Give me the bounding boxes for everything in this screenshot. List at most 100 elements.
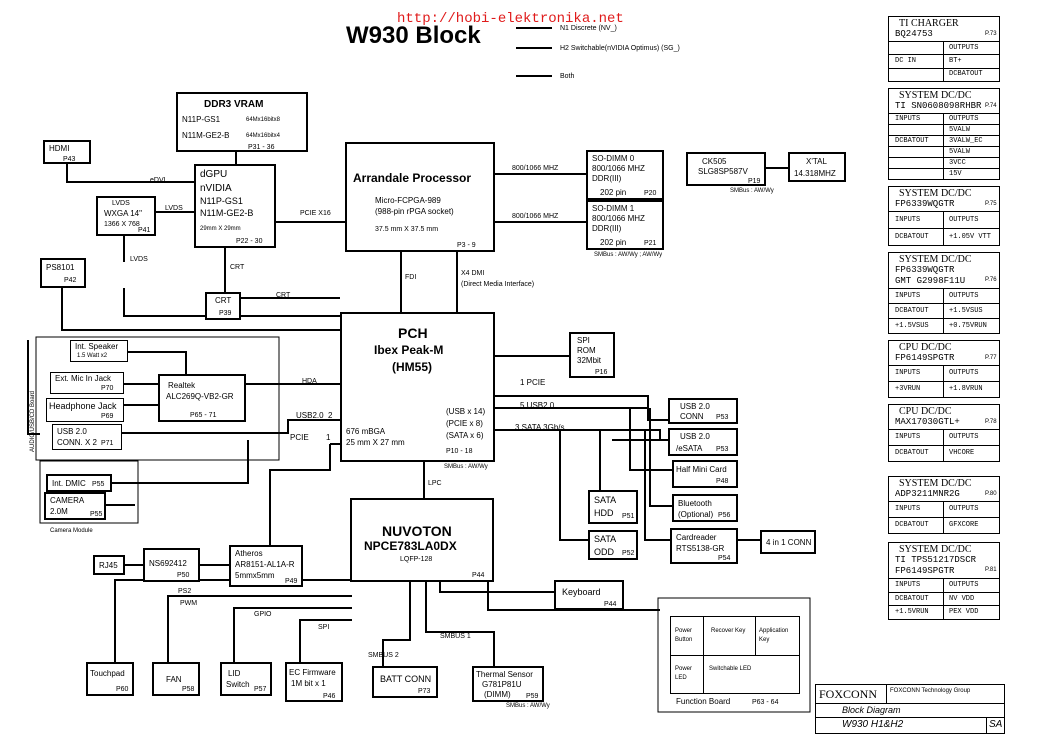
usb-conn-block: USB 2.0 CONN P53 [668, 398, 738, 424]
power-block-title: SYSTEM DC/DC [899, 90, 972, 101]
spi-rom-label2: ROM [577, 346, 596, 355]
sodimm1-label: SO-DIMM 1 [592, 204, 635, 213]
touchpad-block: Touchpad P60 [86, 662, 134, 696]
power-output-cell: 5VALW [949, 147, 971, 156]
sig-pcie-minicard: 1 PCIE [520, 378, 546, 387]
power-input-cell: DCBATOUT [895, 136, 929, 145]
usb-conn-audio-page: P71 [101, 440, 114, 447]
crt-label: CRT [215, 296, 232, 305]
power-output-cell: +1.5VSUS [949, 306, 983, 315]
fn-switchable-led: Switchable LED [709, 666, 752, 672]
title-block: FOXCONN FOXCONN Technology Group Block D… [815, 684, 1005, 734]
pch-name: Ibex Peak-M [374, 343, 444, 357]
sodimm0-block: SO-DIMM 0 800/1066 MHZ DDR(III) 202 pin … [586, 150, 664, 200]
realtek-block: Realtek ALC269Q-VB2-GR P65 - 71 [158, 374, 246, 422]
power-output-cell: GFXCORE [949, 521, 979, 529]
cpu-package: Micro-FCPGA-989 [375, 196, 441, 205]
cpu-socket: (988-pin rPGA socket) [375, 207, 454, 216]
power-block-title: CPU DC/DC [899, 406, 952, 417]
power-input-cell: INPUTS [895, 580, 921, 589]
lvds-label: LVDS [112, 200, 130, 207]
power-input-cell: +3VRUN [895, 385, 921, 393]
lid-switch-block: LID Switch P57 [220, 662, 272, 696]
power-block-title: TI CHARGER [899, 18, 959, 29]
batt-conn-block: BATT CONN P73 [372, 666, 438, 698]
speaker-block: Int. Speaker 1.5 Watt x2 [70, 340, 128, 362]
power-block-part2: GMT G2998F11U [895, 276, 966, 286]
power-block-title: SYSTEM DC/DC [899, 478, 972, 489]
dmic-block: Int. DMIC P55 [46, 474, 112, 492]
dgpu-chip1: N11P-GS1 [200, 196, 243, 206]
spi-rom-label1: SPI [577, 336, 590, 345]
dgpu-size: 29mm X 29mm [200, 226, 241, 232]
cpu-title: Arrandale Processor [353, 171, 472, 185]
sata-hdd-page: P51 [622, 513, 635, 520]
hdmi-page: P43 [63, 156, 76, 163]
clock-block: CK505 SLG8SP587V P19 [686, 152, 766, 186]
sodimm1-page: P21 [644, 240, 657, 247]
bluetooth-block: Bluetooth (Optional) P56 [672, 494, 738, 522]
crt-block: CRT P39 [205, 292, 241, 320]
ns692412-label: NS692412 [149, 559, 187, 568]
power-output-cell: 3VCC [949, 158, 966, 167]
camera-block: CAMERA 2.0M P55 [44, 492, 106, 520]
vram-block: DDR3 VRAM N11P-GS1 64Mx16bitx8 N11M-GE2-… [176, 92, 308, 152]
power-output-cell: OUTPUTS [949, 43, 979, 52]
power-output-cell: +0.75VRUN [949, 321, 987, 330]
power-block-page: P.81 [985, 567, 997, 573]
power-input-cell: DC IN [895, 57, 917, 65]
usb-esata-block: USB 2.0 /eSATA P53 [668, 428, 738, 456]
power-block-page: P.74 [985, 103, 997, 109]
mini-card-label: Half Mini Card [676, 465, 727, 474]
power-output-cell: OUTPUTS [949, 433, 979, 441]
sig-dmi: X4 DMI [461, 270, 485, 277]
vram-row1-config: 64Mx16bitx8 [246, 117, 281, 123]
lvds-res: 1366 X 768 [104, 221, 140, 228]
sig-gpio: GPIO [254, 611, 272, 618]
realtek-label: Realtek [168, 381, 196, 390]
cpu-page: P3 - 9 [457, 242, 476, 249]
cardreader-label: Cardreader [676, 533, 717, 542]
power-block-page: P.80 [985, 491, 997, 497]
power-input-cell: INPUTS [895, 114, 921, 123]
power-output-cell: OUTPUTS [949, 505, 979, 513]
crt-page: P39 [219, 310, 232, 317]
power-block-page: P.78 [985, 419, 997, 425]
bluetooth-label: Bluetooth [678, 499, 712, 508]
rj45-label: RJ45 [99, 561, 118, 570]
ns692412-block: NS692412 P50 [143, 548, 200, 582]
vram-row2-chip: N11M-GE2-B [182, 131, 230, 140]
power-input-cell: +1.5VSUS [895, 321, 929, 330]
nuvoton-page: P44 [472, 572, 485, 579]
atheros-page: P49 [285, 578, 298, 585]
sata-hdd-label: SATA [594, 495, 617, 505]
sata-odd-label: SATA [594, 534, 617, 544]
watermark-url[interactable]: http://hobi-elektronika.net [397, 11, 624, 27]
hdmi-block: HDMI P43 [43, 140, 91, 164]
atheros-size: 5mmx5mm [235, 571, 275, 580]
realtek-page: P65 - 71 [190, 412, 217, 419]
power-output-cell: +1.8VRUN [949, 385, 983, 393]
dgpu-label: dGPU [200, 169, 228, 180]
sig-smbus2: SMBUS 2 [368, 652, 399, 659]
fan-label: FAN [166, 675, 182, 684]
pch-sata-count: (SATA x 6) [446, 431, 484, 440]
power-input-cell: DCBATOUT [895, 232, 929, 241]
mini-card-block: Half Mini Card P48 [672, 460, 738, 488]
function-board-title: Function Board [676, 697, 731, 706]
power-output-cell: 15V [949, 169, 962, 178]
sig-lpc: LPC [428, 480, 442, 487]
sig-smbus1: SMBUS 1 [440, 633, 471, 640]
camera-label: CAMERA [50, 496, 85, 505]
fn-recover-key: Recover Key [711, 628, 746, 634]
thermal-label: Thermal Sensor [476, 670, 533, 679]
4in1-conn-block: 4 in 1 CONN [760, 530, 816, 554]
usb-esata-page: P53 [716, 446, 729, 453]
mic-jack-label: Ext. Mic In Jack [55, 374, 112, 383]
sig-sata3: 3 SATA 3Gb/s [515, 423, 565, 432]
batt-conn-label: BATT CONN [380, 674, 432, 684]
power-input-cell: INPUTS [895, 291, 921, 300]
